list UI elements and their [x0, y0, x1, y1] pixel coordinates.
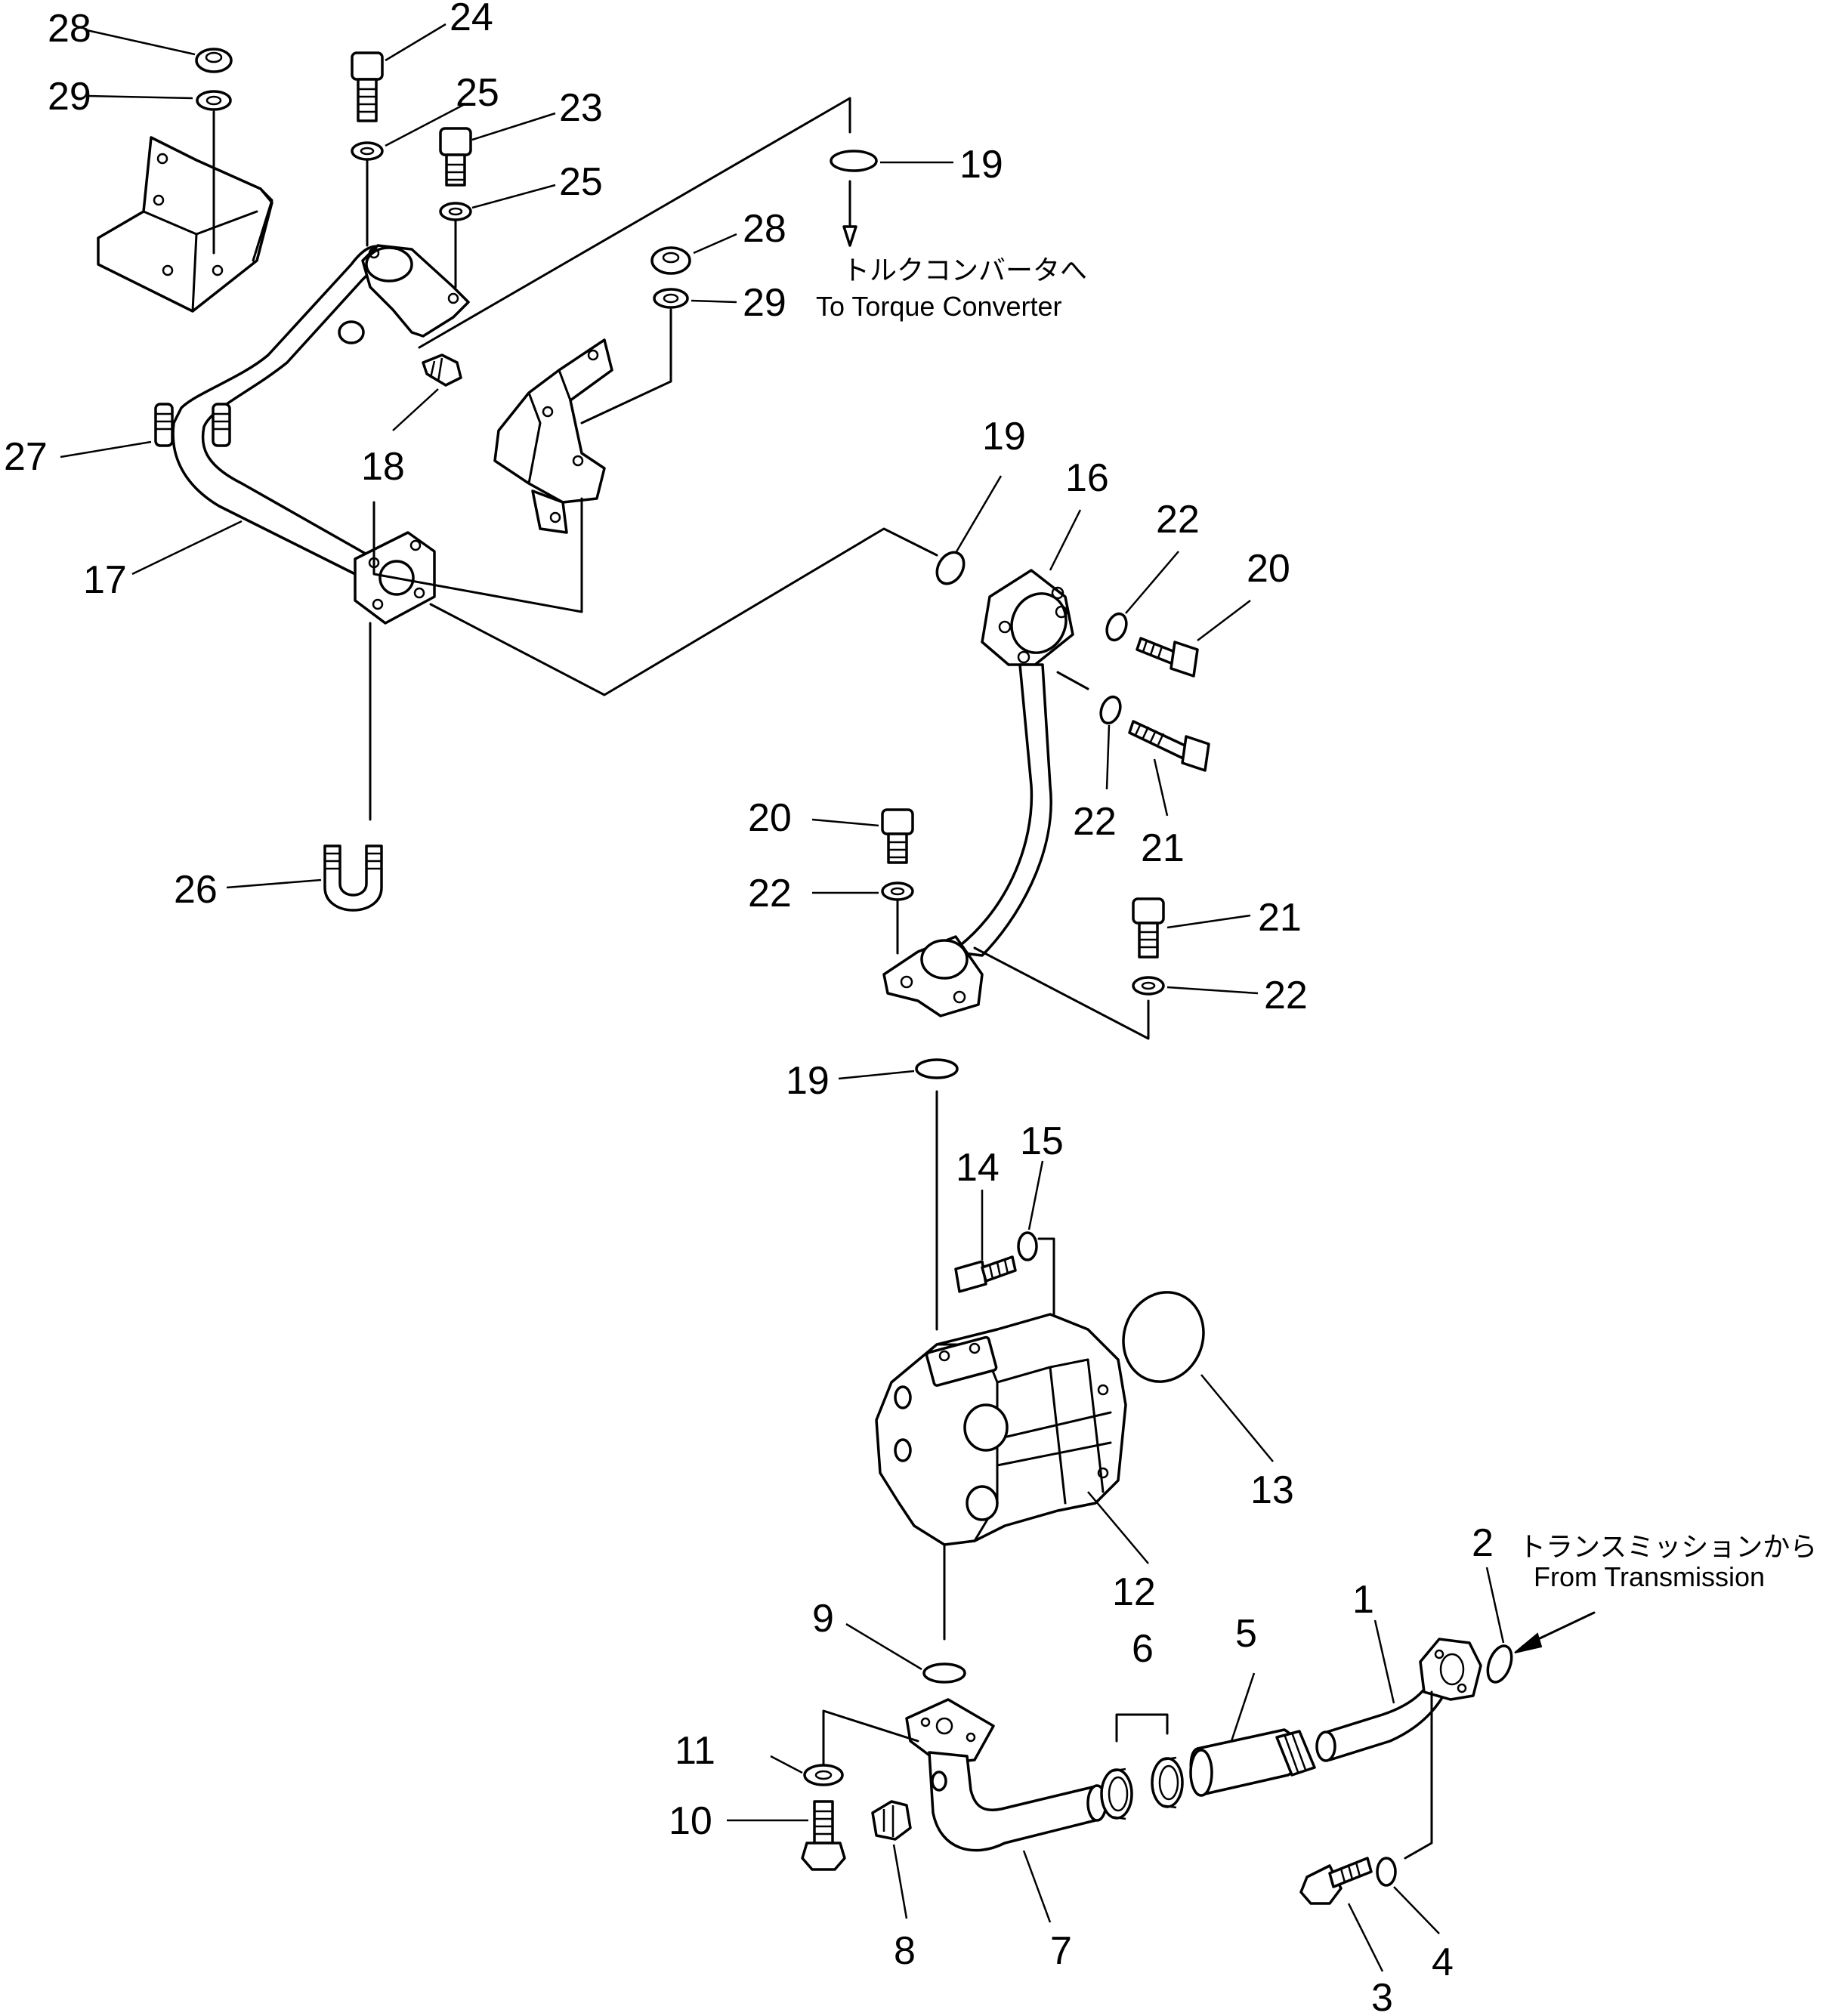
flange-1	[1419, 1638, 1482, 1701]
callout-13: 13	[1250, 1468, 1294, 1512]
o-ring-2	[1486, 1644, 1513, 1684]
washer-22-right	[1132, 976, 1165, 996]
callout-9: 9	[812, 1597, 834, 1641]
bolt-24	[351, 51, 384, 122]
bolt-3	[1299, 1857, 1373, 1905]
o-ring-19-middle	[935, 551, 966, 585]
washer-11	[803, 1764, 844, 1786]
bolt-20-top	[1136, 637, 1199, 678]
note-torque-en: To Torque Converter	[816, 291, 1062, 322]
hose-clamp-6-right	[1151, 1756, 1184, 1809]
callout-20: 20	[1247, 547, 1290, 591]
note-trans-en: From Transmission	[1534, 1561, 1765, 1592]
callout-16: 16	[1065, 456, 1109, 500]
callout-26: 26	[174, 868, 218, 912]
hose-26	[323, 844, 383, 912]
o-ring-9	[922, 1663, 966, 1684]
callout-3: 3	[1371, 1976, 1393, 2016]
nut-28-right	[650, 246, 691, 275]
flange-7	[905, 1698, 995, 1765]
callout-22: 22	[1264, 974, 1308, 1017]
hose-5	[1189, 1728, 1316, 1797]
washer-22-top	[1105, 612, 1128, 642]
callout-28: 28	[743, 207, 786, 251]
o-ring-13	[1122, 1291, 1205, 1383]
pump-12	[875, 1313, 1127, 1546]
callout-27: 27	[4, 435, 48, 479]
callout-19: 19	[786, 1059, 830, 1103]
bolt-21-top	[1128, 720, 1210, 772]
leader-lines	[60, 23, 1505, 1972]
callout-8: 8	[894, 1929, 916, 1973]
callout-14: 14	[956, 1146, 1000, 1190]
callout-19: 19	[959, 143, 1003, 187]
callout-21: 21	[1258, 896, 1302, 940]
plug-18	[338, 320, 462, 387]
callout-22: 22	[1156, 498, 1200, 542]
elbow-block-top	[361, 244, 470, 338]
callout-labels: 28 29 24 25 23 25 19 28 29 27 18 17 19 1…	[4, 0, 1494, 2016]
callout-29: 29	[48, 75, 91, 119]
callout-10: 10	[669, 1799, 712, 1843]
callout-24: 24	[450, 0, 493, 39]
callout-15: 15	[1020, 1119, 1064, 1163]
elbow-block-lower	[882, 935, 984, 1017]
callout-11: 11	[675, 1729, 715, 1773]
callout-6: 6	[1132, 1627, 1154, 1671]
o-ring-19-lower	[915, 1058, 959, 1079]
nut-28-left	[195, 48, 233, 73]
tube-17	[171, 245, 389, 576]
tube-16	[950, 663, 1052, 957]
bolt-21-lower	[1132, 897, 1165, 959]
washer-25a	[351, 141, 384, 161]
tube-7	[928, 1751, 1108, 1852]
washer-25b	[439, 202, 472, 221]
callout-2: 2	[1472, 1521, 1494, 1565]
callout-23: 23	[559, 86, 603, 130]
mounting-bracket-left	[97, 136, 273, 313]
washer-4	[1376, 1857, 1397, 1887]
bolt-20-lower	[881, 808, 914, 864]
callout-29: 29	[743, 281, 786, 325]
washer-22-lower	[881, 881, 914, 901]
note-torque-jp: トルクコンバータへ	[842, 255, 1087, 286]
callout-28: 28	[48, 7, 91, 51]
bolt-10	[801, 1800, 846, 1871]
callout-21: 21	[1141, 826, 1185, 870]
nipple-27	[154, 403, 231, 447]
hose-clamp-6-left	[1100, 1767, 1133, 1820]
callout-4: 4	[1432, 1940, 1454, 1984]
mounting-bracket-center	[493, 338, 613, 534]
o-ring-19-top	[830, 150, 878, 172]
washer-15	[1017, 1231, 1038, 1261]
callout-20: 20	[748, 796, 792, 840]
bolt-14	[954, 1255, 1017, 1293]
callout-22: 22	[748, 872, 792, 915]
callout-19: 19	[982, 415, 1026, 458]
callout-1: 1	[1352, 1578, 1374, 1622]
callout-25: 25	[456, 71, 499, 115]
bolt-23	[439, 127, 472, 187]
washer-29-right	[653, 288, 689, 309]
callout-5: 5	[1235, 1612, 1257, 1656]
callout-12: 12	[1112, 1570, 1156, 1614]
plug-8	[871, 1800, 912, 1841]
callout-17: 17	[83, 558, 127, 602]
callout-7: 7	[1050, 1929, 1072, 1973]
washer-22-mid	[1099, 695, 1122, 725]
notes: トルクコンバータへ To Torque Converter トランスミッションか…	[816, 255, 1817, 1592]
washer-29-left	[196, 90, 232, 111]
flange-16	[981, 569, 1074, 666]
callout-18: 18	[361, 445, 405, 489]
callout-25: 25	[559, 160, 603, 204]
callout-22: 22	[1073, 800, 1117, 844]
note-trans-jp: トランスミッションから	[1519, 1531, 1817, 1562]
